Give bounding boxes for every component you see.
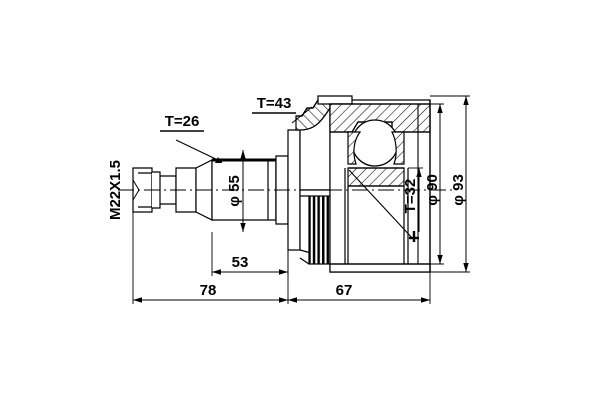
leader-inner-spline bbox=[348, 169, 419, 242]
leader-outer-spline bbox=[252, 106, 313, 124]
label-shaft-spline-teeth: T=26 bbox=[165, 113, 200, 130]
dim-67 bbox=[288, 272, 431, 304]
label-joint-length: 67 bbox=[336, 282, 353, 299]
label-outer-spline-teeth: T=43 bbox=[257, 95, 292, 112]
threaded-shaft-end bbox=[132, 167, 177, 213]
label-thread-spec: M22X1.5 bbox=[107, 160, 124, 220]
label-inner-spline-teeth: T=32 bbox=[402, 179, 419, 214]
dim-joint-overall-diameter bbox=[430, 95, 470, 273]
leader-shaft-spline bbox=[160, 130, 223, 163]
label-shaft-partial-length: 53 bbox=[232, 254, 249, 271]
label-shaft-length: 78 bbox=[200, 282, 217, 299]
dim-78 bbox=[132, 212, 289, 304]
label-joint-outer-diameter: φ 90 bbox=[424, 174, 441, 206]
dim-inner-spline bbox=[408, 167, 423, 232]
label-shaft-diameter: φ 55 bbox=[226, 175, 243, 207]
dimension-lines bbox=[132, 95, 470, 304]
dim-joint-outer-diameter bbox=[430, 103, 444, 265]
bearing-ball bbox=[351, 119, 399, 167]
dimension-labels: M22X1.5 T=26 T=43 φ 55 T=32 φ 90 φ 93 53… bbox=[107, 95, 467, 299]
label-joint-overall-diameter: φ 93 bbox=[450, 174, 467, 206]
